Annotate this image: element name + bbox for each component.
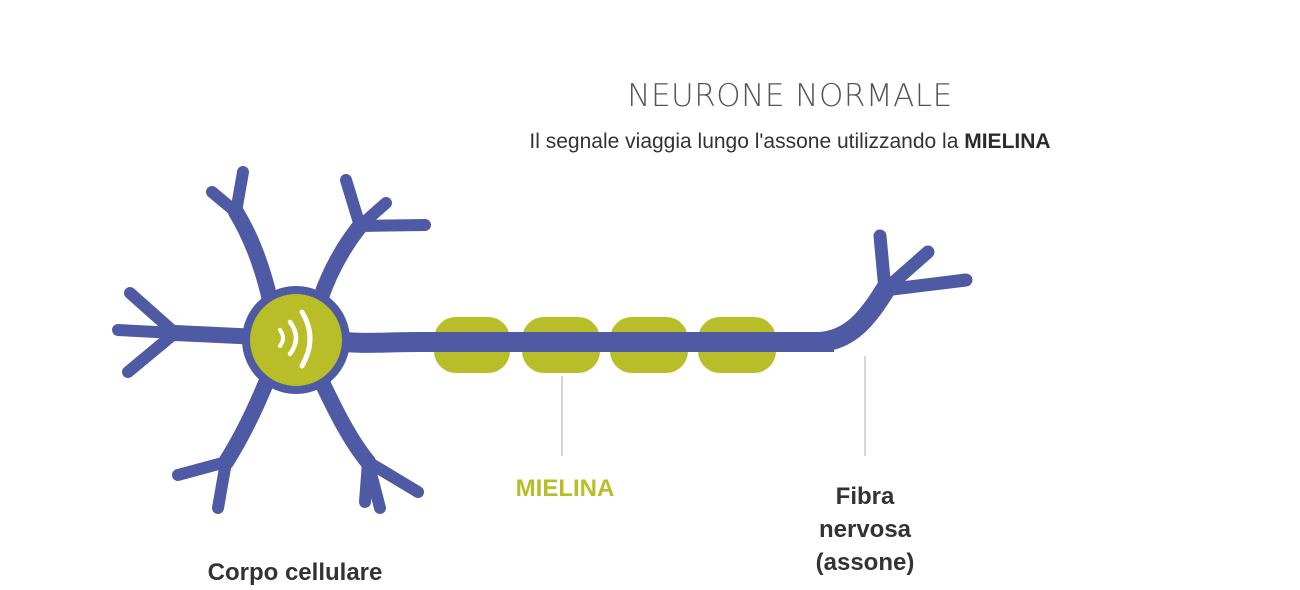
signal-waves-icon [278, 309, 313, 369]
axon-terminal-a [873, 229, 892, 297]
dendrite-lower-right-branch-b [362, 456, 424, 498]
dendrite-upper-right [312, 218, 368, 308]
diagram-title: NEURONE NORMALE [627, 78, 953, 114]
dendrite-lower-left [218, 370, 276, 470]
dendrite-lower-left-branch-b [172, 456, 232, 481]
myelin-label: MIELINA [515, 475, 615, 502]
dendrite-upper-right-branch-a [340, 174, 366, 232]
dendrite-upper-left [228, 204, 278, 308]
subtitle-emphasis: MIELINA [964, 130, 1051, 153]
fiber-label: Fibra nervosa (assone) [790, 480, 940, 579]
subtitle-text: Il segnale viaggia lungo l'assone utiliz… [529, 130, 959, 153]
dendrite-upper-right-branch-c [354, 219, 431, 232]
axon-core [434, 332, 834, 352]
cell-body-label: Corpo cellulare [207, 559, 383, 586]
dendrite-left-branch-a [124, 287, 181, 339]
fiber-label-line-1: Fibra [835, 483, 895, 510]
fiber-label-line-2: nervosa [818, 516, 912, 543]
dendrite-left-branch-b [112, 324, 181, 339]
dendrite-lower-right [312, 370, 376, 470]
dendrite-lower-left-branch-a [212, 456, 232, 514]
diagram-subtitle: Il segnale viaggia lungo l'assone utiliz… [0, 130, 1300, 154]
axon-terminal-c [878, 273, 973, 297]
fiber-label-line-3: (assone) [815, 549, 915, 576]
dendrite-lower-right-branch-c [359, 456, 374, 508]
dendrite-left-branch-c [122, 327, 181, 378]
dendrite-upper-left-branch-b [230, 166, 249, 218]
